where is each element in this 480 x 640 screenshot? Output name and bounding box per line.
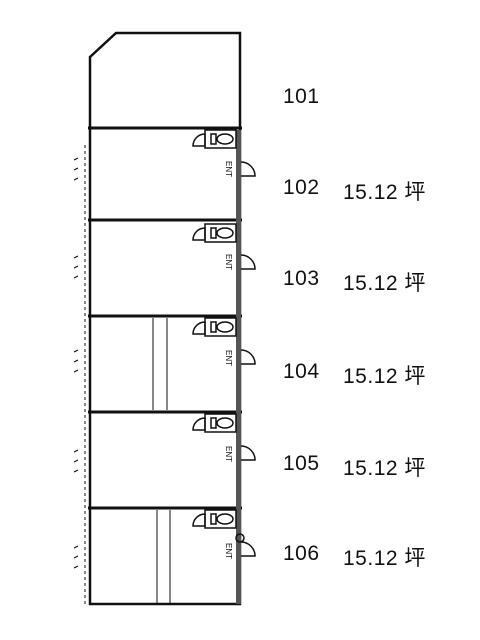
toilet-icon	[192, 129, 237, 149]
unit-area-103: 15.12 坪	[343, 272, 426, 295]
unit-number-106: 106	[283, 542, 320, 565]
toilet-icon	[192, 509, 245, 543]
unit-number-103: 103	[283, 267, 320, 290]
entrance-label: ENT	[224, 543, 233, 559]
entrance-label: ENT	[224, 161, 233, 177]
door-icon	[240, 445, 256, 461]
unit-area-106: 15.12 坪	[343, 547, 426, 570]
toilet-icon	[192, 413, 237, 433]
entrance-label: ENT	[224, 254, 233, 270]
unit-number-102: 102	[283, 176, 320, 199]
entrance-label: ENT	[224, 350, 233, 366]
door-icon	[240, 541, 256, 557]
unit-number-101: 101	[283, 85, 320, 108]
unit-number-105: 105	[283, 452, 320, 475]
toilet-icon	[192, 317, 237, 337]
entrance-label: ENT	[224, 446, 233, 462]
unit-area-102: 15.12 坪	[343, 181, 426, 204]
unit-number-104: 104	[283, 360, 320, 383]
unit-area-105: 15.12 坪	[343, 457, 426, 480]
door-icon	[240, 349, 256, 365]
toilet-icon	[192, 223, 237, 243]
unit-area-104: 15.12 坪	[343, 365, 426, 388]
door-icon	[240, 161, 256, 177]
wall-hatch	[236, 130, 241, 604]
partition-lines	[152, 318, 171, 604]
facade-marks	[73, 157, 79, 569]
door-icon	[240, 254, 256, 270]
